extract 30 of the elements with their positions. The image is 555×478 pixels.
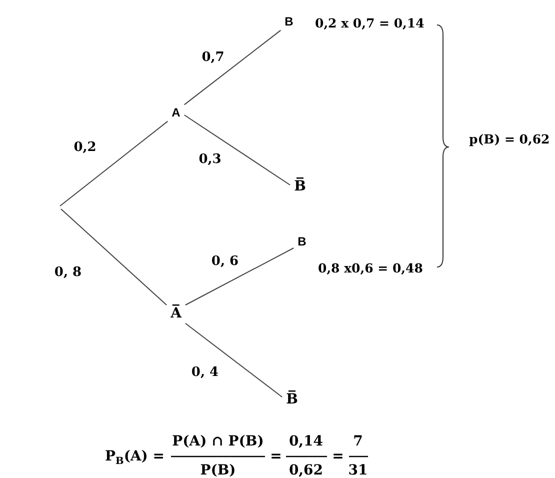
fraction-denominator: P(B) xyxy=(200,464,236,478)
fraction-numerator: 0,14 xyxy=(288,434,324,450)
equals-sign: = xyxy=(270,450,282,464)
tree-branch xyxy=(60,208,168,306)
equals-sign: = xyxy=(332,450,344,464)
total-probability: p(B) = 0,62 xyxy=(469,132,550,146)
fraction-denominator: 31 xyxy=(348,464,368,478)
fraction-numerator: 7 xyxy=(353,434,363,450)
event-label: A̅ xyxy=(166,304,186,324)
tree-branch xyxy=(184,248,294,306)
branch-probability: 0,2 xyxy=(74,141,96,155)
outcome-label: B̅ xyxy=(290,178,310,196)
event-label: A xyxy=(168,104,184,122)
formula-text: P$_{B}$(A) = xyxy=(105,450,165,464)
fraction-denominator: 0,62 xyxy=(288,464,324,478)
tree-branch xyxy=(60,120,168,206)
branch-probability: 0, 4 xyxy=(191,366,219,380)
tree-branch xyxy=(184,114,291,186)
branch-probability: 0, 6 xyxy=(211,255,239,269)
path-probability: 0,8 x0,6 = 0,48 xyxy=(318,261,423,275)
branch-probability: 0, 8 xyxy=(54,266,82,280)
outcome-label: B̅ xyxy=(282,390,302,410)
outcome-label: B xyxy=(294,234,310,250)
branch-probability: 0,7 xyxy=(202,51,224,65)
outcome-label: B xyxy=(280,14,298,30)
tree-branch xyxy=(184,322,283,398)
path-probability: 0,2 x 0,7 = 0,14 xyxy=(315,16,424,30)
tree-branch xyxy=(184,30,282,106)
fraction-numerator: P(A) ∩ P(B) xyxy=(172,434,264,450)
branch-probability: 0,3 xyxy=(198,153,222,167)
